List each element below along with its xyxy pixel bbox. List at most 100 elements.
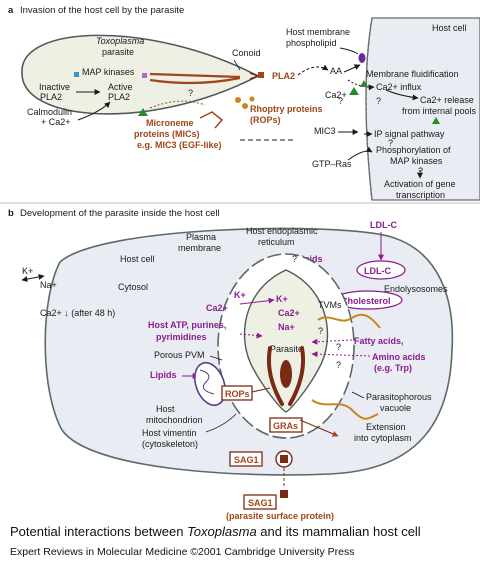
- pv-line-2: vacuole: [380, 403, 411, 413]
- vimentin-line-2: (cytoskeleton): [142, 439, 198, 449]
- ca-parasite-label: Ca2+: [278, 308, 300, 318]
- question-b2: ?: [336, 360, 341, 370]
- sag1-core: [280, 455, 288, 463]
- ca-in-label: Ca2+: [206, 303, 228, 313]
- ip-pathway-label: IP signal pathway: [374, 129, 445, 139]
- map-kinase-marker: [74, 72, 79, 77]
- host-mito-line-1: Host: [156, 404, 175, 414]
- pla2-label: PLA2: [272, 71, 295, 81]
- rops-label: (ROPs): [250, 115, 281, 125]
- host-membrane-line-1: Host membrane: [286, 27, 350, 37]
- parasite-body-a: [21, 34, 260, 115]
- microneme-line-1: Microneme: [146, 118, 194, 128]
- sag1-bottom-box: [243, 494, 277, 510]
- phospho-line-1: Phosphorylation of: [376, 145, 451, 155]
- activation-line-1: Activation of gene: [384, 179, 456, 189]
- parasite-word: parasite: [102, 47, 134, 57]
- aa-to-membrane-arrow: [343, 64, 361, 73]
- ldl-c-vesicle: [356, 260, 406, 280]
- panel-b-title: Development of the parasite inside the h…: [20, 208, 220, 219]
- rop-dot-3: [249, 96, 255, 102]
- k-in-arrow: [239, 297, 275, 305]
- rops-box: [221, 385, 253, 401]
- er-line-1: Host endoplasmic: [246, 226, 318, 236]
- parasite-b-label: Parasite: [270, 344, 303, 354]
- pv-pointer: [351, 391, 365, 399]
- surface-protein-label: (parasite surface protein): [226, 511, 334, 521]
- na-out-label: Na+: [40, 280, 57, 290]
- question-2: ?: [376, 96, 381, 106]
- rop-dot-2: [242, 103, 248, 109]
- calmodulin-ca-label: + Ca2+: [41, 117, 71, 127]
- porous-pvm-label: Porous PVM: [154, 350, 205, 360]
- ca-triangle-release: [432, 117, 440, 124]
- inactive-pla2-label: PLA2: [40, 92, 62, 102]
- rhoptry-b-1: [267, 346, 284, 406]
- microneme-ducts: [199, 111, 224, 129]
- tvm-tubule-1: [317, 313, 381, 329]
- k-in-label: K+: [234, 290, 246, 300]
- ca-triangle-influx: [360, 80, 368, 87]
- parasite-name: Toxoplasma: [96, 36, 144, 46]
- conoid-pointer: [233, 59, 241, 71]
- extension-line-1: Extension: [366, 422, 406, 432]
- ras-arrow: [347, 146, 373, 161]
- rops-pointer: [251, 387, 271, 393]
- host-atp-line-1: Host ATP, purines,: [148, 320, 226, 330]
- sag1-bottom-label: SAG1: [248, 498, 273, 508]
- question-b3: ?: [318, 326, 323, 336]
- microneme-trail: [149, 100, 206, 109]
- calmodulin-label: Calmodulin: [27, 107, 72, 117]
- question-1: ?: [338, 96, 343, 106]
- mitochondrion-cristae: [199, 369, 215, 395]
- phospho-line-2: MAP kinases: [390, 156, 443, 166]
- k-out-label: K+: [22, 266, 33, 276]
- pvm-pointer: [209, 355, 223, 361]
- rhoptry-duct-1: [149, 72, 241, 79]
- rhoptry-b-body: [280, 360, 292, 388]
- question-b4: ?: [292, 254, 297, 264]
- cholesterol-label: Cholesterol: [341, 296, 391, 306]
- conoid-label: Conoid: [232, 48, 261, 58]
- ca-influx-label: Ca2+ influx: [376, 82, 422, 92]
- phospholipid-marker: [358, 53, 366, 63]
- panel-a: a Invasion of the host cell by the paras…: [8, 5, 480, 201]
- trp-label: (e.g. Trp): [374, 363, 412, 373]
- pla2-secreted-marker: [258, 72, 264, 78]
- tvm-tubule-2: [311, 399, 379, 420]
- fatty-acid-arrow: [311, 338, 353, 345]
- amino-acids-label: Amino acids: [372, 352, 426, 362]
- activation-line-2: transcription: [396, 190, 445, 200]
- ca-triangle-parasite: [138, 108, 148, 116]
- rhoptry-b-2: [288, 346, 305, 406]
- ldl-c-inner-label: LDL-C: [364, 266, 391, 276]
- host-membrane-line-2: phospholipid: [286, 38, 337, 48]
- er-line-2: reticulum: [258, 237, 295, 247]
- gras-box: [269, 417, 303, 433]
- host-cell-a-label: Host cell: [432, 23, 467, 33]
- question-parasite: ?: [188, 88, 193, 98]
- gtp-ras-label: GTP–Ras: [312, 159, 352, 169]
- mic3-label: MIC3: [314, 126, 336, 136]
- parasite-body-b: [243, 269, 329, 413]
- figure-caption: Potential interactions between Toxoplasm…: [10, 524, 421, 539]
- active-label: Active: [108, 82, 133, 92]
- active-pla2-label: PLA2: [108, 92, 130, 102]
- caption-prefix: Potential interactions between: [10, 524, 188, 539]
- plasma-line-1: Plasma: [186, 232, 216, 242]
- caption-suffix: and its mammalian host cell: [256, 524, 421, 539]
- microneme-line-3: e.g. MIC3 (EGF-like): [137, 140, 222, 150]
- aa-to-influx-arrow: [347, 79, 375, 91]
- inactive-label: Inactive: [39, 82, 70, 92]
- host-mitochondrion: [194, 361, 226, 407]
- fatty-acids-label: Fatty acids,: [354, 336, 404, 346]
- pla2-to-aa-arrow: [297, 64, 329, 76]
- membrane-fluid-label: Membrane fluidification: [366, 69, 459, 79]
- host-atp-line-2: pyrimidines: [156, 332, 207, 342]
- na-parasite-label: Na+: [278, 322, 295, 332]
- tvms-label: TVMs: [318, 300, 342, 310]
- question-4: ?: [418, 166, 423, 176]
- rhoptry-duct-2: [149, 76, 241, 85]
- caption-italic: Toxoplasma: [187, 524, 257, 539]
